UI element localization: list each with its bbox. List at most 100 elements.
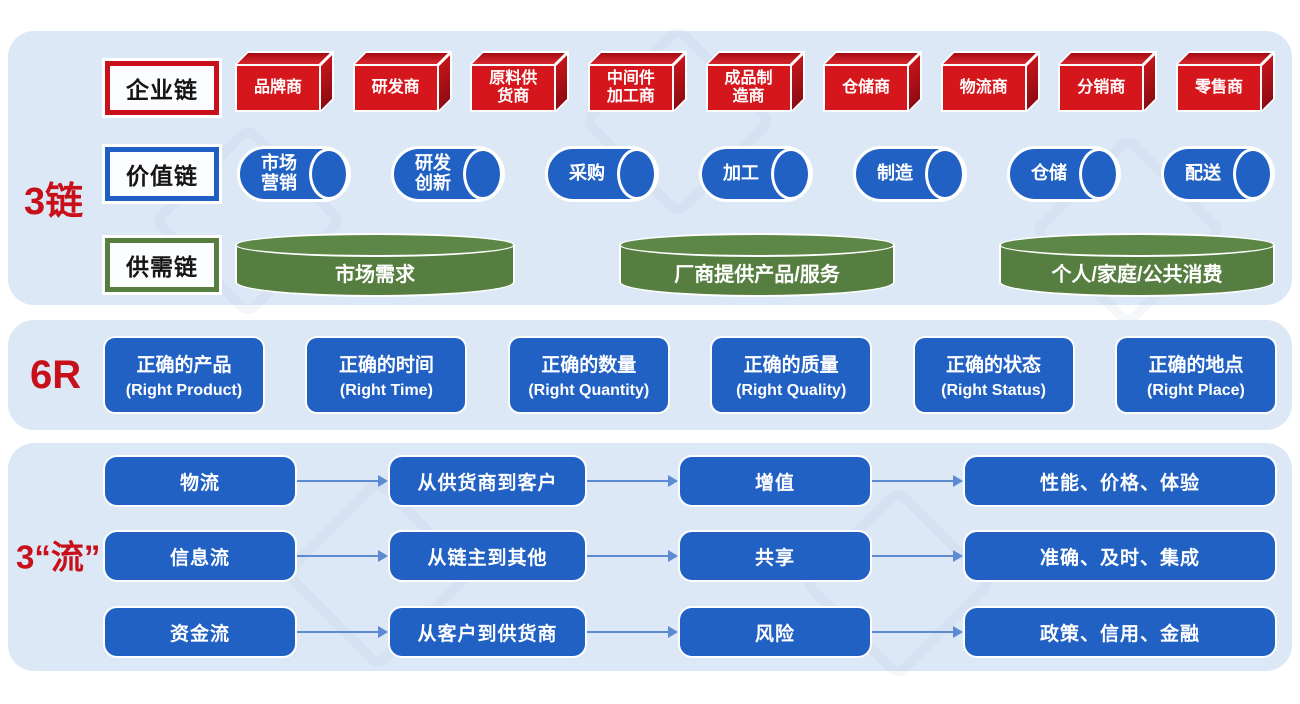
enterprise-chain-row: 企业链 品牌商 研发商 原料供货商 中间件加工商 — [8, 51, 1292, 119]
six-r-zh: 正确的质量 — [743, 355, 839, 376]
box-top-face — [823, 51, 923, 64]
node-label: 市场营销 — [261, 153, 297, 193]
right-arrow-icon — [297, 626, 388, 638]
node-label: 配送 — [1185, 163, 1221, 184]
flow-row-information: 信息流 从链主到其他 共享 准确、及时、集成 — [105, 532, 1275, 580]
enterprise-node-finished-goods: 成品制造商 — [705, 51, 805, 112]
enterprise-node-warehousing: 仓储商 — [823, 51, 923, 112]
box-side-face — [1262, 51, 1275, 112]
box-front-face: 中间件加工商 — [587, 64, 674, 112]
node-label: 品牌商 — [253, 78, 302, 96]
box-side-face — [321, 51, 334, 112]
box-side-face — [1144, 51, 1158, 112]
six-r-en: (Right Quality) — [736, 382, 847, 399]
flows-panel: 3“流” 物流 从供货商到客户 增值 性能、价格、体验 信息流 从链主到其他 共… — [8, 443, 1292, 682]
node-label: 分销商 — [1077, 78, 1126, 96]
six-r-en: (Right Place) — [1147, 382, 1245, 399]
six-r-en: (Right Status) — [941, 382, 1046, 399]
six-r-zh: 正确的产品 — [136, 355, 232, 376]
right-arrow-icon — [587, 550, 678, 562]
flow-feature-box: 增值 — [680, 457, 870, 505]
box-top-face — [587, 51, 687, 64]
cylinder-cap — [925, 148, 965, 200]
six-r-zh: 正确的数量 — [541, 355, 637, 376]
six-r-card-quality: 正确的质量 (Right Quality) — [712, 338, 871, 412]
node-label: 物流商 — [959, 78, 1008, 96]
enterprise-node-logistics: 物流商 — [940, 51, 1040, 112]
disk-cap — [235, 233, 515, 257]
box-front-face: 零售商 — [1176, 64, 1262, 112]
box-front-face: 仓储商 — [823, 64, 910, 112]
six-r-card-product: 正确的产品 (Right Product) — [105, 338, 263, 412]
right-arrow-icon — [587, 626, 678, 638]
box-front-face: 品牌商 — [235, 64, 321, 112]
value-chain-label: 价值链 — [105, 147, 219, 201]
node-label: 货商 — [497, 88, 530, 105]
flow-path-box: 从供货商到客户 — [390, 457, 585, 505]
disk-cap — [619, 233, 895, 257]
flow-path-box: 从客户到供货商 — [390, 608, 585, 656]
node-label: 制造 — [877, 163, 913, 184]
node-label: 采购 — [569, 163, 605, 184]
flow-value-box: 政策、信用、金融 — [965, 608, 1275, 656]
node-label: 加工商 — [606, 88, 655, 105]
node-label: 仓储 — [1031, 163, 1067, 184]
value-node-marketing: 市场营销 — [237, 146, 351, 202]
supply-demand-chain-items: 市场需求 厂商提供产品/服务 个人/家庭/公共消费 — [235, 233, 1275, 297]
enterprise-chain-items: 品牌商 研发商 原料供货商 中间件加工商 成品制造商 — [235, 51, 1275, 112]
box-top-face — [470, 51, 570, 64]
disk-cap — [999, 233, 1275, 257]
value-node-delivery: 配送 — [1161, 146, 1275, 202]
box-top-face — [352, 51, 452, 64]
six-r-zh: 正确的地点 — [1148, 355, 1244, 376]
section-label-6r: 6R — [30, 353, 82, 397]
flow-source-box: 信息流 — [105, 532, 295, 580]
node-label: 中间件 — [606, 69, 655, 87]
node-label: 市场需求 — [335, 264, 415, 286]
enterprise-node-brand: 品牌商 — [235, 51, 334, 112]
supply-node-consumption: 个人/家庭/公共消费 — [999, 233, 1275, 297]
node-label: 研发商 — [371, 78, 420, 96]
flow-value-box: 性能、价格、体验 — [965, 457, 1275, 505]
cylinder-cap — [617, 148, 657, 200]
six-r-zh: 正确的时间 — [338, 355, 434, 376]
enterprise-chain-label: 企业链 — [105, 61, 219, 115]
value-node-warehousing: 仓储 — [1007, 146, 1121, 202]
node-label: 成品制 — [724, 69, 773, 87]
flow-feature-box: 风险 — [680, 608, 870, 656]
flow-row-logistics: 物流 从供货商到客户 增值 性能、价格、体验 — [105, 457, 1275, 505]
right-arrow-icon — [587, 475, 678, 487]
value-node-procurement: 采购 — [545, 146, 659, 202]
box-front-face: 原料供货商 — [470, 64, 557, 112]
cylinder-cap — [771, 148, 811, 200]
box-top-face — [1176, 51, 1275, 64]
box-side-face — [556, 51, 570, 112]
right-arrow-icon — [297, 550, 388, 562]
six-r-card-status: 正确的状态 (Right Status) — [914, 338, 1073, 412]
flow-path-box: 从链主到其他 — [390, 532, 585, 580]
box-top-face — [705, 51, 805, 64]
box-front-face: 物流商 — [940, 64, 1027, 112]
value-node-processing: 加工 — [699, 146, 813, 202]
section-label-3-flows: 3“流” — [16, 538, 101, 576]
box-front-face: 成品制造商 — [705, 64, 792, 112]
node-label: 加工 — [723, 163, 759, 184]
box-front-face: 分销商 — [1058, 64, 1145, 112]
cylinder-cap — [1233, 148, 1273, 200]
enterprise-node-retail: 零售商 — [1176, 51, 1275, 112]
flow-feature-box: 共享 — [680, 532, 870, 580]
section-label-3-chains: 3链 — [24, 181, 84, 223]
right-arrow-icon — [872, 626, 963, 638]
node-label: 原料供 — [489, 69, 538, 87]
value-chain-items: 市场营销 研发创新 采购 加工 制造 仓储 — [237, 146, 1275, 202]
node-label: 零售商 — [1194, 78, 1243, 96]
six-r-items: 正确的产品 (Right Product) 正确的时间 (Right Time)… — [105, 338, 1275, 412]
supply-node-market-demand: 市场需求 — [235, 233, 515, 297]
six-r-card-place: 正确的地点 (Right Place) — [1116, 338, 1275, 412]
node-label: 研发创新 — [415, 153, 451, 193]
enterprise-node-distribution: 分销商 — [1058, 51, 1158, 112]
flow-value-box: 准确、及时、集成 — [965, 532, 1275, 580]
six-r-en: (Right Quantity) — [528, 382, 650, 399]
value-chain-row: 价值链 市场营销 研发创新 采购 加工 制造 — [8, 145, 1292, 203]
six-r-en: (Right Time) — [339, 382, 433, 399]
